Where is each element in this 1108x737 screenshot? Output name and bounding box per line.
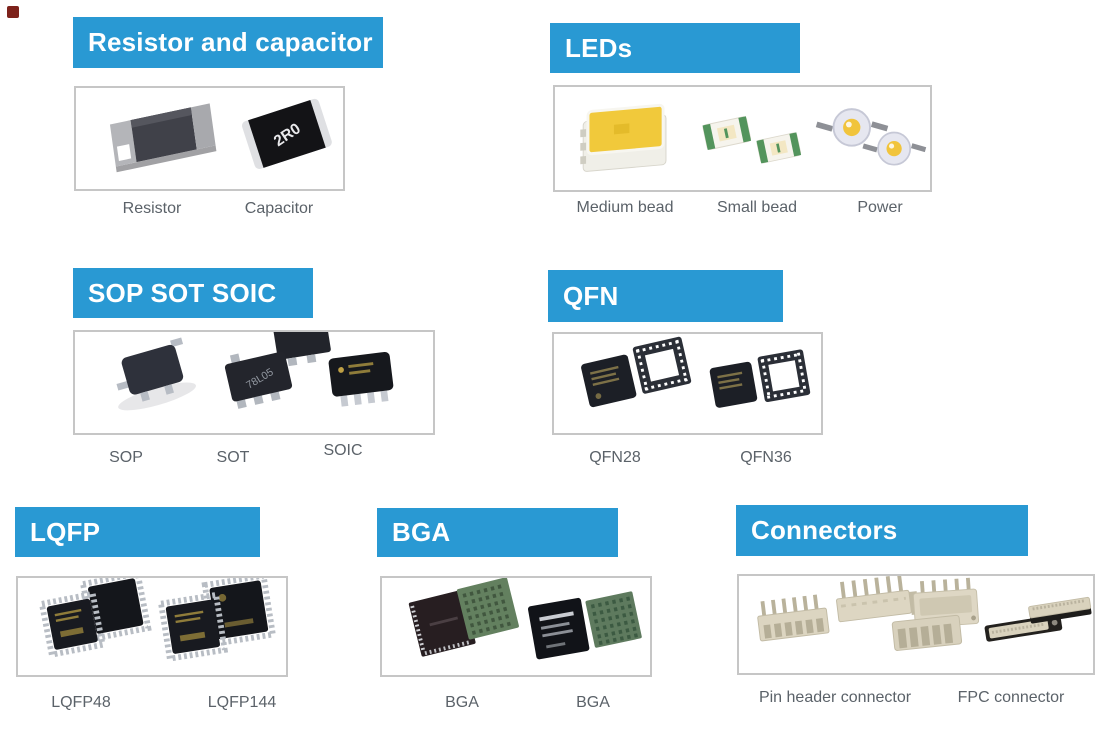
power-led-illustration: [862, 131, 927, 166]
qfn36-bottom-illustration: [757, 349, 811, 403]
caption: Power: [857, 199, 903, 216]
section-header: SOP SOT SOIC: [73, 268, 313, 318]
caption: SOIC: [323, 442, 363, 459]
caption: QFN28: [589, 449, 641, 466]
connectors-image: [737, 574, 1095, 675]
bga-dark-chip-illustration: [408, 589, 476, 657]
soic-illustration: [328, 351, 394, 407]
small-bead-led-illustration: [702, 116, 752, 150]
medium-bead-led-illustration: [580, 103, 667, 172]
qfn-image: [552, 332, 823, 435]
caption: BGA: [445, 694, 479, 711]
resistor-illustration: [109, 103, 217, 173]
bga-ball-grid-illustration: [456, 578, 519, 640]
leds-image: [553, 85, 932, 192]
caption: LQFP144: [207, 694, 277, 711]
caption: Medium bead: [576, 199, 674, 216]
resistor-capacitor-image: 2R0: [74, 86, 345, 191]
fpc-connector-illustration: [1028, 596, 1092, 624]
qfn36-top-illustration: [709, 361, 758, 408]
caption: Pin header connector: [758, 689, 912, 706]
sop-illustration: [116, 337, 196, 411]
power-led-illustration: [815, 108, 889, 147]
section-header: LEDs: [550, 23, 800, 73]
section-header: Resistor and capacitor: [73, 17, 383, 68]
caption: Small bead: [716, 199, 798, 216]
qfn28-bottom-illustration: [632, 336, 692, 394]
caption: Capacitor: [244, 200, 314, 217]
section-header: Connectors: [736, 505, 1028, 556]
section-header: BGA: [377, 508, 618, 557]
section-header: LQFP: [15, 507, 260, 557]
sop-sot-soic-image: 78L05: [73, 330, 435, 435]
section-title: SOP SOT SOIC: [88, 277, 277, 308]
sot-illustration: 78L05: [224, 332, 331, 409]
section-title: LEDs: [565, 32, 633, 63]
bga-black-chip-illustration: [527, 597, 590, 660]
lqfp144-illustration: [157, 578, 277, 662]
caption: BGA: [576, 694, 610, 711]
bga-ball-grid-illustration: [585, 591, 642, 648]
caption: QFN36: [740, 449, 792, 466]
caption: Resistor: [122, 200, 182, 217]
section-title: LQFP: [30, 516, 101, 547]
section-title: Resistor and capacitor: [88, 27, 373, 57]
section-title: Connectors: [751, 515, 898, 545]
pin-header-illustration: [891, 614, 963, 651]
caption: FPC connector: [957, 689, 1065, 706]
caption: LQFP48: [51, 694, 111, 711]
corner-marker: [7, 6, 19, 18]
section-header: QFN: [548, 270, 783, 322]
capacitor-illustration: 2R0: [242, 98, 332, 169]
lqfp-image: [16, 576, 288, 677]
lqfp48-illustration: [38, 578, 152, 659]
caption: SOP: [109, 449, 143, 466]
bga-image: [380, 576, 652, 677]
pin-header-illustration: [757, 594, 830, 642]
section-title: BGA: [392, 517, 451, 547]
pin-header-illustration: [836, 576, 920, 623]
caption: SOT: [216, 449, 250, 466]
qfn28-top-illustration: [581, 354, 637, 408]
small-bead-led-illustration: [756, 132, 802, 164]
section-title: QFN: [563, 280, 619, 311]
